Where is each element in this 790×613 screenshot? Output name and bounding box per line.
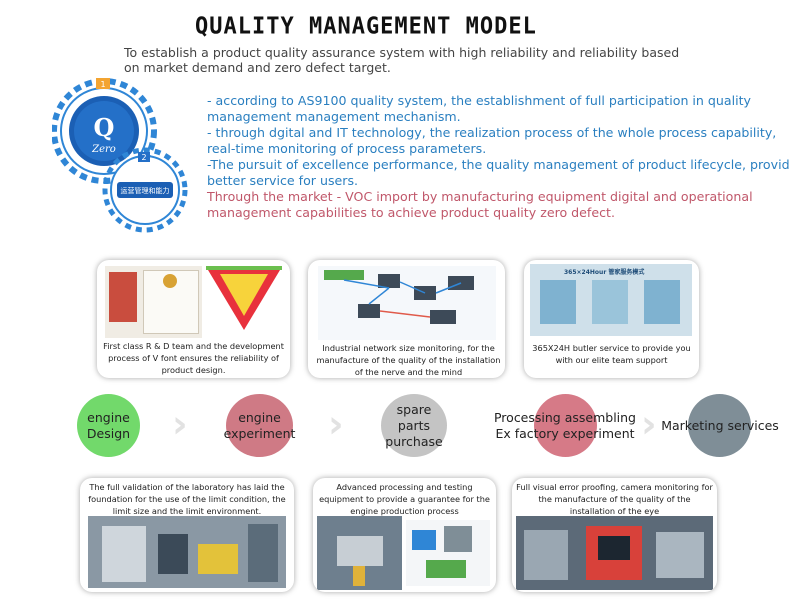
network-diagram-image bbox=[318, 266, 496, 340]
step-engine-design: engine Design bbox=[77, 394, 140, 457]
badge-2 bbox=[138, 152, 150, 162]
bottom-card-lab-caption: The full validation of the laboratory ha… bbox=[88, 482, 286, 516]
top-card-rd: First class R & D team and the developme… bbox=[97, 260, 290, 378]
badge-1 bbox=[96, 78, 110, 89]
step-engine-experiment: engine experiment bbox=[223, 394, 296, 457]
ops-label: 运营管理和能力 bbox=[121, 186, 170, 195]
top-card-service-caption: 365X24H butler service to provide you wi… bbox=[532, 343, 691, 365]
chevron-right-icon: › bbox=[641, 402, 657, 446]
badge-1-text: 1 bbox=[100, 80, 105, 89]
top-card-rd-caption: First class R & D team and the developme… bbox=[103, 341, 284, 375]
top-card-service: 365×24Hour 管家服务模式 365X24H butler service… bbox=[524, 260, 699, 378]
chevron-right-icon: › bbox=[328, 402, 344, 446]
step-marketing-circle bbox=[688, 394, 751, 457]
bottom-card-vision: Full visual error proofing, camera monit… bbox=[512, 478, 717, 592]
testing-photo bbox=[406, 520, 490, 586]
camera-monitoring-photo bbox=[516, 516, 713, 590]
q-letter: Q bbox=[94, 113, 115, 142]
badge-2-text: 2 bbox=[141, 153, 146, 162]
step-marketing-label: Marketing services bbox=[661, 418, 779, 433]
v-model-diagram bbox=[204, 264, 284, 336]
step-engine-design-label: engine Design bbox=[86, 409, 131, 441]
step-spare-parts-label: spare parts purchase bbox=[385, 401, 443, 449]
step-spare-parts: spare parts purchase bbox=[381, 394, 447, 457]
point-1: - according to AS9100 quality system, th… bbox=[207, 93, 751, 124]
bottom-card-equipment: Advanced processing and testing equipmen… bbox=[313, 478, 496, 592]
bottom-card-equipment-caption: Advanced processing and testing equipmen… bbox=[319, 482, 490, 516]
top-card-network: Industrial network size monitoring, for … bbox=[308, 260, 505, 378]
step-processing-label: Processing assembling Ex factory experim… bbox=[493, 410, 636, 441]
point-3: -The pursuit of excellence performance, … bbox=[207, 157, 790, 188]
highlight-point: Through the market - VOC import by manuf… bbox=[207, 189, 753, 220]
quality-points: - according to AS9100 quality system, th… bbox=[207, 93, 790, 221]
step-engine-experiment-label: engine experiment bbox=[223, 409, 296, 441]
machining-photo bbox=[317, 516, 402, 590]
step-processing-circle bbox=[534, 394, 597, 457]
gear-logo-graphic: Q Zero 1 运营管理和能力 2 bbox=[52, 78, 188, 233]
chevron-right-icon: › bbox=[172, 402, 188, 446]
certificate-image bbox=[105, 266, 202, 338]
bottom-card-vision-caption: Full visual error proofing, camera monit… bbox=[516, 482, 713, 516]
intro-text: To establish a product quality assurance… bbox=[124, 45, 680, 75]
zero-word: Zero bbox=[91, 144, 116, 155]
lab-photo bbox=[88, 516, 286, 588]
bottom-card-lab: The full validation of the laboratory ha… bbox=[80, 478, 294, 592]
service-banner: 365×24Hour 管家服务模式 bbox=[564, 269, 645, 276]
point-2: - through dgital and IT technology, the … bbox=[207, 125, 777, 156]
page-title: QUALITY MANAGEMENT MODEL bbox=[195, 13, 537, 40]
service-image: 365×24Hour 管家服务模式 bbox=[530, 264, 692, 336]
top-card-network-caption: Industrial network size monitoring, for … bbox=[316, 343, 501, 377]
